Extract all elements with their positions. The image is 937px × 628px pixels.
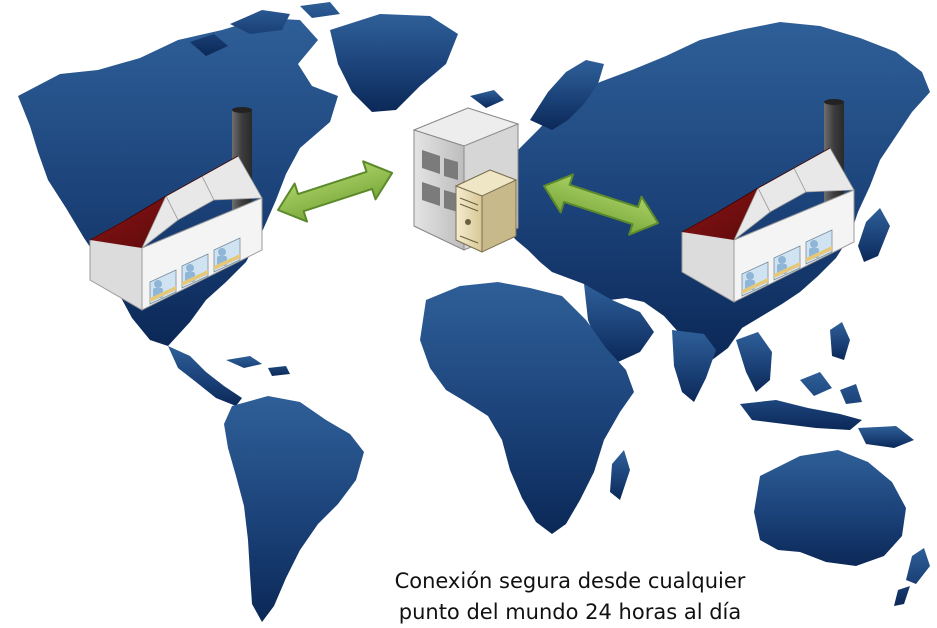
new-zealand-islands [894, 548, 930, 606]
madagascar-island [610, 450, 630, 500]
caption-line-1: Conexión segura desde cualquier [394, 569, 746, 593]
indonesia-islands [740, 372, 862, 430]
indian-subcontinent [672, 330, 716, 402]
iceland-landmass [470, 90, 504, 108]
africa-landmass [420, 282, 634, 534]
diagram-caption: Conexión segura desde cualquier punto de… [360, 566, 780, 628]
australia-landmass [754, 450, 906, 566]
world-map [18, 2, 930, 622]
scandinavia-landmass [530, 60, 604, 130]
north-america-landmass [18, 18, 338, 346]
south-america-landmass [224, 396, 364, 622]
caption-line-2: punto del mundo 24 horas al día [398, 600, 742, 624]
southeast-asia [736, 332, 772, 392]
philippines-islands [830, 322, 850, 360]
greenland-landmass [330, 14, 458, 112]
central-america-landmass [168, 346, 242, 406]
new-guinea-island [858, 426, 914, 448]
server-datacenter-icon [412, 107, 520, 253]
caribbean-islands [226, 356, 290, 376]
eurasia-landmass [500, 22, 930, 360]
japan-islands [858, 208, 890, 262]
arctic-islands [190, 2, 340, 56]
